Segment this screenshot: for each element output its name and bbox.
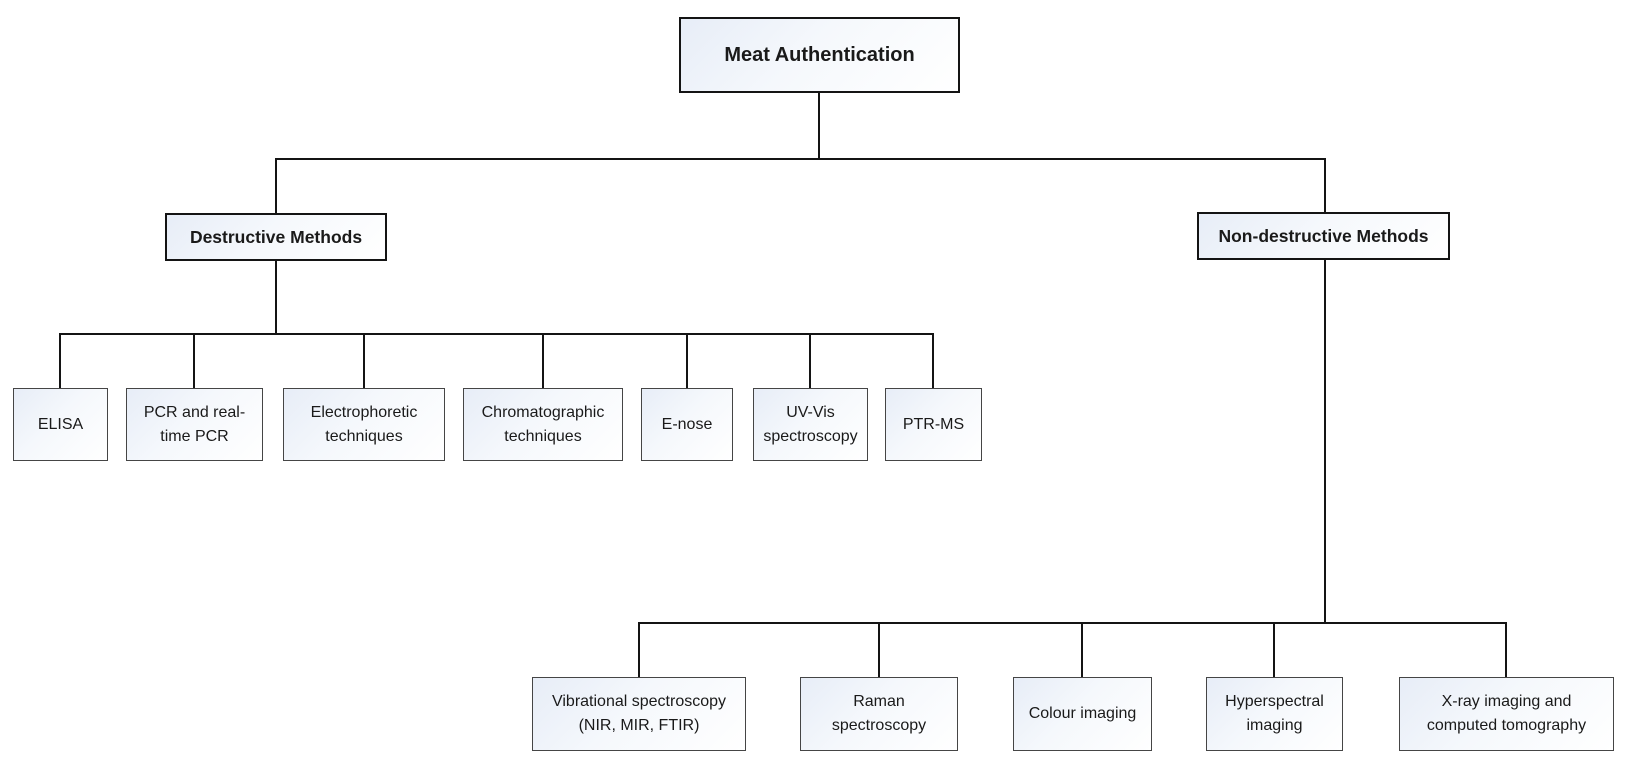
connector-top-horizontal bbox=[275, 158, 1326, 160]
node-destructive-methods: Destructive Methods bbox=[165, 213, 387, 261]
node-raman-spectroscopy: Raman spectroscopy bbox=[800, 677, 958, 751]
node-destructive-methods-label: Destructive Methods bbox=[189, 226, 363, 247]
connector-stub-electrophoretic bbox=[363, 333, 365, 388]
node-root-label: Meat Authentication bbox=[724, 43, 915, 66]
node-colour-imaging: Colour imaging bbox=[1013, 677, 1152, 751]
node-xray-imaging-ct-label: X-ray imaging and computed tomography bbox=[1426, 693, 1587, 734]
connector-non-destructive-bus bbox=[638, 622, 1507, 624]
node-vibrational-spectroscopy: Vibrational spectroscopy (NIR, MIR, FTIR… bbox=[532, 677, 746, 751]
node-elisa-label: ELISA bbox=[37, 415, 84, 433]
connector-stub-ptr-ms bbox=[932, 333, 934, 388]
node-uv-vis-spectroscopy: UV-Vis spectroscopy bbox=[753, 388, 868, 461]
connector-stub-vibrational bbox=[638, 622, 640, 677]
node-non-destructive-methods-label: Non-destructive Methods bbox=[1218, 225, 1429, 246]
connector-stub-raman bbox=[878, 622, 880, 677]
node-pcr-label: PCR and real- time PCR bbox=[143, 403, 246, 445]
connector-stub-hyperspectral bbox=[1273, 622, 1275, 677]
connector-stub-uv-vis bbox=[809, 333, 811, 388]
connector-stub-chromatographic bbox=[542, 333, 544, 388]
connector-left-branch-vertical bbox=[275, 158, 277, 213]
node-ptr-ms: PTR-MS bbox=[885, 388, 982, 461]
node-uv-vis-spectroscopy-label: UV-Vis spectroscopy bbox=[763, 403, 858, 445]
node-chromatographic-techniques: Chromatographic techniques bbox=[463, 388, 623, 461]
node-ptr-ms-label: PTR-MS bbox=[902, 415, 965, 433]
node-non-destructive-methods: Non-destructive Methods bbox=[1197, 212, 1450, 260]
node-xray-imaging-ct: X-ray imaging and computed tomography bbox=[1399, 677, 1614, 751]
node-electrophoretic-techniques: Electrophoretic techniques bbox=[283, 388, 445, 461]
connector-stub-colour bbox=[1081, 622, 1083, 677]
node-hyperspectral-imaging: Hyperspectral imaging bbox=[1206, 677, 1343, 751]
node-vibrational-spectroscopy-label: Vibrational spectroscopy (NIR, MIR, FTIR… bbox=[551, 693, 727, 734]
connector-stub-e-nose bbox=[686, 333, 688, 388]
node-chromatographic-techniques-label: Chromatographic techniques bbox=[481, 403, 605, 445]
connector-stub-pcr bbox=[193, 333, 195, 388]
node-colour-imaging-label: Colour imaging bbox=[1028, 705, 1137, 722]
node-e-nose: E-nose bbox=[641, 388, 733, 461]
node-e-nose-label: E-nose bbox=[661, 415, 713, 433]
connector-stub-elisa bbox=[59, 333, 61, 388]
node-pcr: PCR and real- time PCR bbox=[126, 388, 263, 461]
connector-destructive-down bbox=[275, 261, 277, 334]
node-elisa: ELISA bbox=[13, 388, 108, 461]
connector-destructive-bus bbox=[59, 333, 934, 335]
node-root: Meat Authentication bbox=[679, 17, 960, 93]
node-hyperspectral-imaging-label: Hyperspectral imaging bbox=[1225, 693, 1324, 734]
node-raman-spectroscopy-label: Raman spectroscopy bbox=[831, 693, 927, 734]
connector-non-destructive-down bbox=[1324, 260, 1326, 624]
connector-stub-xray bbox=[1505, 622, 1507, 677]
node-electrophoretic-techniques-label: Electrophoretic techniques bbox=[310, 403, 418, 445]
connector-root-vertical bbox=[818, 92, 820, 160]
connector-right-branch-vertical bbox=[1324, 158, 1326, 212]
